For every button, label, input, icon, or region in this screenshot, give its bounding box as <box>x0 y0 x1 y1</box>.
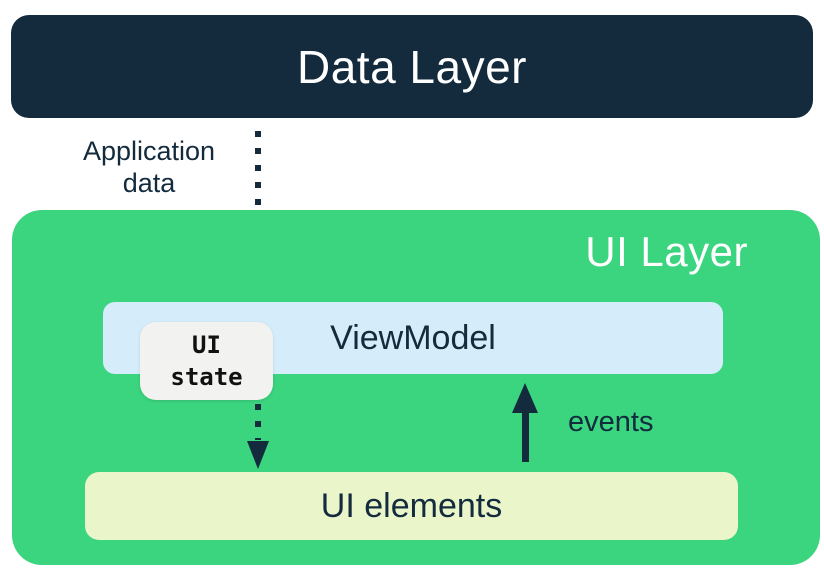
ui-state-chip: UI state <box>140 322 273 400</box>
viewmodel-label: ViewModel <box>330 318 496 357</box>
arrow-down-head-icon <box>247 441 269 469</box>
ui-state-line1: UI <box>192 330 221 359</box>
data-layer-node: Data Layer <box>11 15 813 118</box>
data-layer-label: Data Layer <box>296 40 527 93</box>
application-data-line2: data <box>122 167 176 198</box>
ui-layer-label: UI Layer <box>585 228 748 275</box>
ui-state-dotted-arrow-icon <box>255 404 261 440</box>
events-arrow-shaft-icon <box>522 410 529 462</box>
ui-elements-node: UI elements <box>85 472 738 540</box>
ui-elements-label: UI elements <box>320 486 503 525</box>
ui-state-line2: state <box>170 363 243 391</box>
events-annotation: events <box>568 406 654 438</box>
application-data-line1: Application <box>82 136 216 166</box>
events-arrow-up-icon <box>512 383 538 413</box>
application-data-annotation: Application data <box>58 136 240 200</box>
application-data-dotted-arrow-icon <box>255 131 261 263</box>
